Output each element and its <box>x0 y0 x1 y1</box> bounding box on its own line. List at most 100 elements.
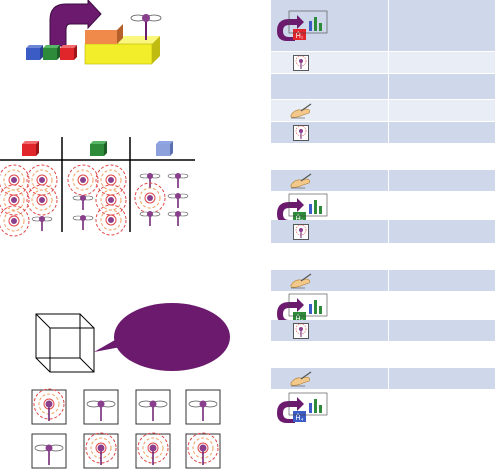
table-cell-icon <box>271 220 388 243</box>
hand-writing-icon <box>290 173 312 189</box>
wireframe-cube-icon <box>35 313 95 373</box>
qubit-tile-icon <box>293 323 309 339</box>
qubit-box <box>83 432 119 469</box>
table-row: Ĥ₃ <box>271 292 495 324</box>
table-cell <box>388 244 495 269</box>
qubit-tile-icon <box>293 224 309 240</box>
table-row <box>271 170 495 192</box>
qubit-ring-icon <box>134 182 166 214</box>
hamiltonian-label: Ĥ₄ <box>296 413 304 422</box>
table-cell-icon: Ĥ₁ <box>271 0 388 51</box>
qubit-icon <box>167 173 189 188</box>
qubit-ring-icon <box>0 164 30 196</box>
table-cell-icon <box>271 122 388 143</box>
qubit-box <box>31 433 67 469</box>
table-cell-icon <box>271 170 388 191</box>
qubit-ring-icon <box>67 164 99 196</box>
hamiltonian-label: Ĥ₃ <box>296 314 304 323</box>
table-cell-icon <box>271 270 388 291</box>
blue-cube-icon <box>26 45 43 60</box>
qubit-icon <box>139 211 161 226</box>
table-row: Ĥ₄ <box>271 390 495 426</box>
table-row <box>271 100 495 122</box>
table-cell-icon <box>271 144 388 169</box>
qubit-box <box>185 389 221 425</box>
diagram-canvas <box>0 0 230 469</box>
table-row <box>271 220 495 244</box>
table-cell <box>388 270 495 291</box>
hand-writing-icon <box>290 103 312 119</box>
cube-row <box>26 45 77 60</box>
qubit-tile-icon <box>293 125 309 141</box>
table-cell-icon <box>271 52 388 73</box>
table-row <box>271 52 495 74</box>
table-cell-icon <box>271 100 388 121</box>
qubit-ring-icon <box>26 164 58 196</box>
table-cell <box>388 368 495 389</box>
green-cube-icon <box>90 141 107 156</box>
speech-bubble-icon <box>94 303 230 371</box>
circuit-measurement-icon: Ĥ₁ <box>277 10 328 41</box>
qubit-icon <box>130 14 162 40</box>
table-cell <box>388 170 495 191</box>
table-cell <box>388 390 495 425</box>
table-cell <box>388 144 495 169</box>
table-cell-icon <box>271 368 388 389</box>
red-cube-icon <box>22 141 39 156</box>
qubit-icon <box>139 173 161 188</box>
qubit-ring-icon <box>95 164 127 196</box>
table-row <box>271 144 495 170</box>
table-cell <box>388 0 495 51</box>
table-cell <box>388 122 495 143</box>
green-cube-icon <box>43 45 60 60</box>
table-cell <box>388 220 495 243</box>
table-cell-icon: Ĥ₃ <box>271 292 388 324</box>
table-cell <box>388 320 495 341</box>
measurement-grid <box>0 137 195 237</box>
hamiltonian-label: Ĥ₁ <box>296 31 304 40</box>
table-cell-icon <box>271 342 388 367</box>
table-cell-icon <box>271 244 388 269</box>
qubit-box <box>31 388 67 425</box>
qubit-icon <box>72 215 94 230</box>
qubit-ring-icon <box>0 184 30 216</box>
qubit-tile-icon <box>293 55 309 71</box>
processor-block-icon <box>84 24 160 65</box>
table-cell <box>388 342 495 367</box>
table-row <box>271 320 495 342</box>
circuit-measurement-icon: Ĥ₃ <box>277 293 328 324</box>
table-cell-icon <box>271 74 388 99</box>
circuit-measurement-icon: Ĥ₄ <box>277 392 328 423</box>
table-cell <box>388 100 495 121</box>
qubit-ring-icon <box>95 204 127 236</box>
table-row: Ĥ₂ <box>271 192 495 224</box>
blue-cube-icon <box>156 141 173 156</box>
qubit-ring-icon <box>0 205 30 237</box>
qubit-box <box>185 432 221 469</box>
table-cell-icon <box>271 320 388 341</box>
table-cell <box>388 192 495 219</box>
qubit-ring-icon <box>95 184 127 216</box>
table-cell-icon: Ĥ₂ <box>271 192 388 224</box>
qubit-ring-icon <box>26 184 58 216</box>
protocol-table: Ĥ₁ Ĥ₂ Ĥ₃ Ĥ₄ <box>271 0 495 476</box>
hamiltonian-label: Ĥ₂ <box>296 214 304 223</box>
table-row <box>271 122 495 144</box>
table-row <box>271 244 495 270</box>
qubit-icon <box>167 193 189 208</box>
qubit-box <box>135 389 171 425</box>
qubit-icon <box>31 216 53 231</box>
table-row <box>271 270 495 292</box>
hand-writing-icon <box>290 371 312 387</box>
qubit-box <box>83 389 119 425</box>
table-cell <box>388 52 495 73</box>
table-row <box>271 342 495 368</box>
table-header-row: Ĥ₁ <box>271 0 495 52</box>
table-cell <box>388 74 495 99</box>
circuit-measurement-icon: Ĥ₂ <box>277 193 328 224</box>
table-cell-icon: Ĥ₄ <box>271 390 388 425</box>
table-cell <box>388 292 495 319</box>
qubit-box-grid <box>31 388 221 469</box>
red-cube-icon <box>60 45 77 60</box>
qubit-icon <box>72 195 94 210</box>
